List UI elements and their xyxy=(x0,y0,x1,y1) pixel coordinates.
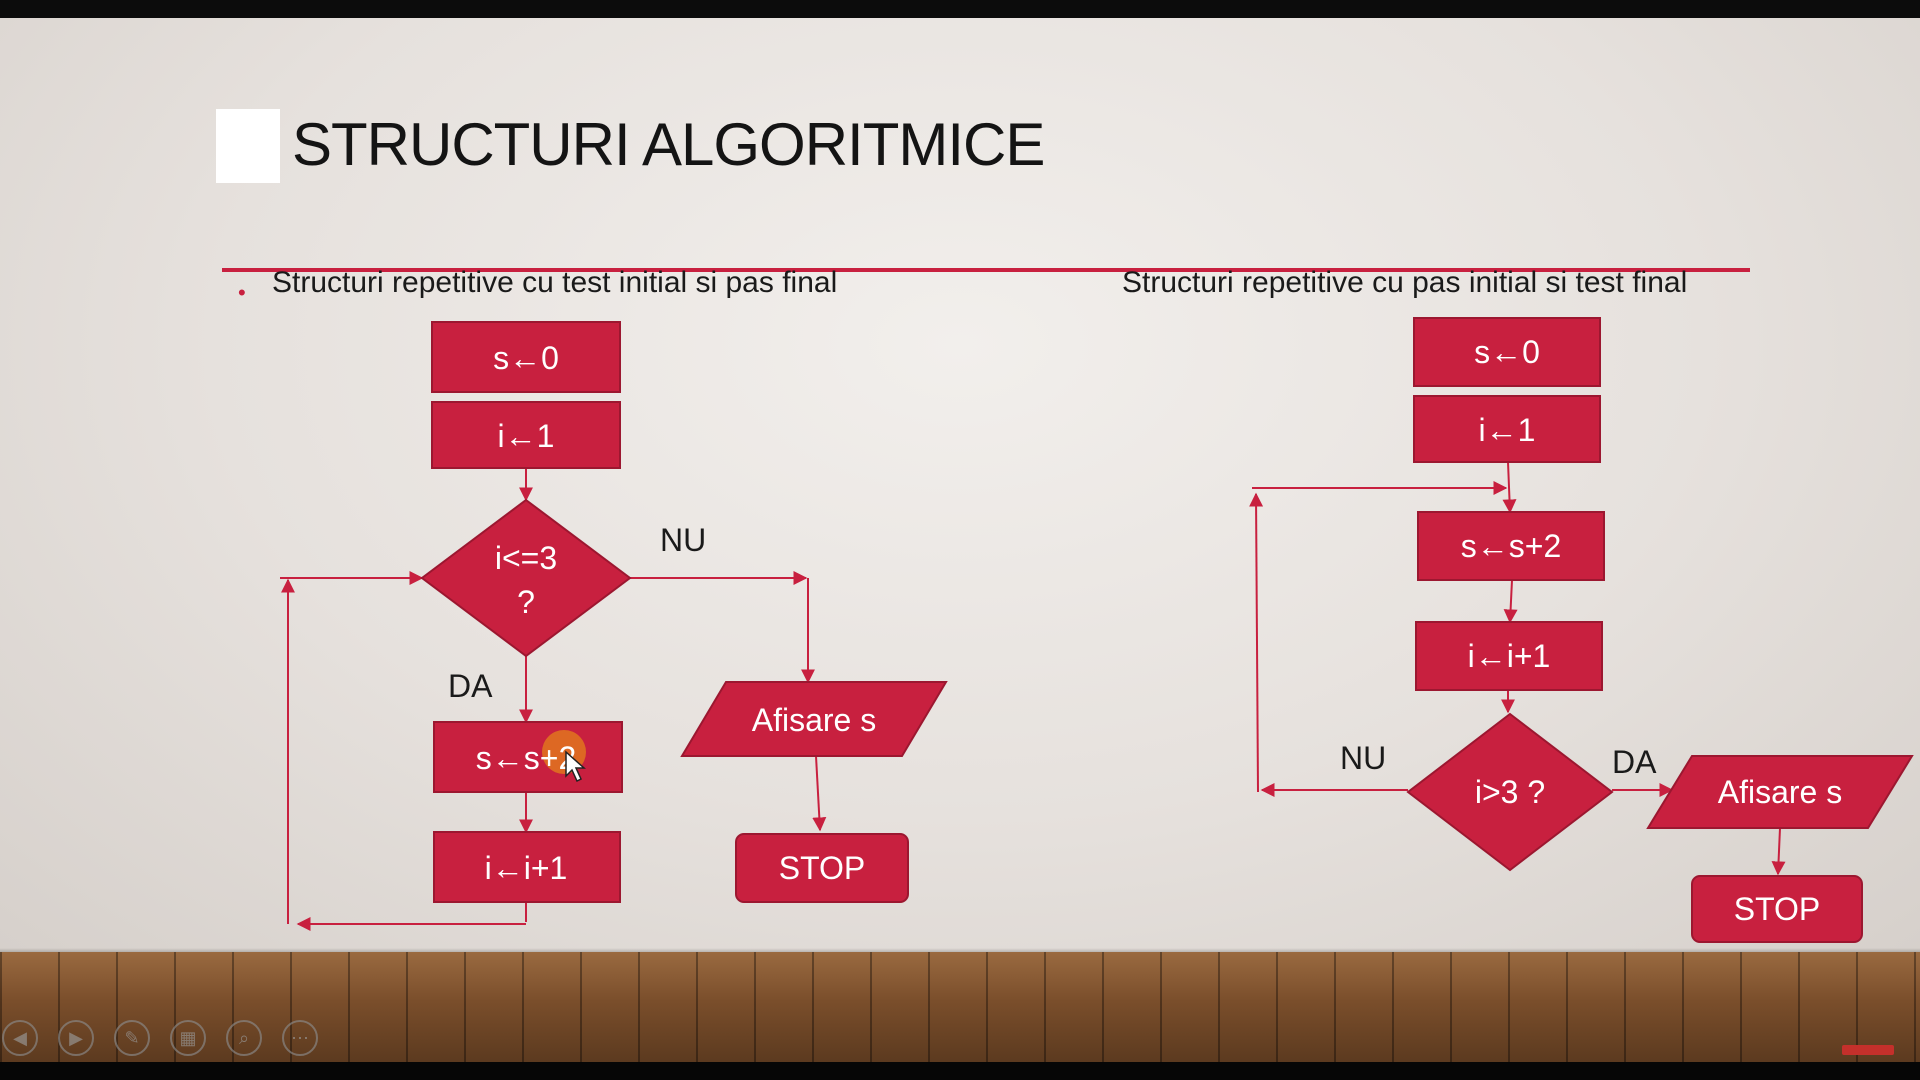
right-label-yes: DA xyxy=(1612,744,1657,780)
right-decision-diamond xyxy=(1406,712,1614,872)
left-label-step-i: i←i+1 xyxy=(485,850,568,886)
mouse-cursor-icon xyxy=(565,750,586,783)
slide-title: STRUCTURI ALGORITMICE xyxy=(292,111,1045,178)
title-divider xyxy=(222,268,1750,272)
wood-floor xyxy=(0,952,1920,1062)
bottom-letterbox xyxy=(0,1062,1920,1080)
right-box-init-i xyxy=(1413,395,1601,463)
left-label-output: Afisare s xyxy=(752,702,876,738)
left-label-init-s: s←0 xyxy=(493,340,559,376)
left-label-step-s: s←s+2 xyxy=(476,740,576,776)
left-output-parallelogram xyxy=(680,681,948,757)
top-letterbox xyxy=(0,0,1920,18)
right-output-parallelogram xyxy=(1646,755,1914,829)
pen-icon[interactable]: ✎ xyxy=(114,1020,150,1056)
right-label-no: NU xyxy=(1340,740,1386,776)
right-box-init-s xyxy=(1413,317,1601,387)
right-label-init-i: i←1 xyxy=(1479,412,1536,448)
left-heading: Structuri repetitive cu test initial si … xyxy=(272,266,838,299)
zoom-icon[interactable]: ⌕ xyxy=(226,1020,262,1056)
left-label-init-i: i←1 xyxy=(498,418,555,454)
left-shapes xyxy=(420,321,948,903)
right-arrow-step-s xyxy=(1503,579,1518,624)
right-loop-up xyxy=(1249,492,1264,793)
left-arrow-to-stop xyxy=(812,755,827,832)
left-box-step-i xyxy=(433,831,621,903)
right-box-step-s xyxy=(1417,511,1605,581)
left-box-init-s xyxy=(431,321,621,393)
right-label-condition: i>3 ? xyxy=(1475,774,1545,810)
left-label-condition: i<=3 xyxy=(495,540,557,576)
all-slides-icon[interactable]: ▦ xyxy=(170,1020,206,1056)
previous-slide-icon[interactable]: ◀ xyxy=(2,1020,38,1056)
right-connectors xyxy=(1249,461,1786,876)
right-box-step-i xyxy=(1415,621,1603,691)
right-heading: Structuri repetitive cu pas initial si t… xyxy=(1122,266,1688,299)
left-decision-diamond xyxy=(420,498,632,658)
left-box-init-i xyxy=(431,401,621,469)
right-label-stop: STOP xyxy=(1734,891,1821,927)
left-label-stop: STOP xyxy=(779,850,866,886)
more-options-icon[interactable]: ⋯ xyxy=(282,1020,318,1056)
right-label-init-s: s←0 xyxy=(1474,334,1540,370)
title-accent-square xyxy=(216,109,280,183)
left-connectors xyxy=(280,468,827,931)
left-box-step-s xyxy=(433,721,623,793)
channel-watermark xyxy=(1842,1045,1894,1055)
right-stop-terminal xyxy=(1691,875,1863,943)
left-label-condition-q: ? xyxy=(517,584,535,620)
next-slide-icon[interactable]: ▶ xyxy=(58,1020,94,1056)
left-label-no: NU xyxy=(660,522,706,558)
right-arrow-to-stop xyxy=(1771,827,1786,876)
left-label-yes: DA xyxy=(448,668,493,704)
right-label-output: Afisare s xyxy=(1718,774,1842,810)
bullet-marker: • xyxy=(238,280,246,305)
right-label-step-i: i←i+1 xyxy=(1468,638,1551,674)
right-arrow-init-to-step xyxy=(1502,461,1517,514)
right-label-step-s: s←s+2 xyxy=(1461,528,1561,564)
left-stop-terminal xyxy=(735,833,909,903)
right-shapes xyxy=(1406,317,1914,943)
